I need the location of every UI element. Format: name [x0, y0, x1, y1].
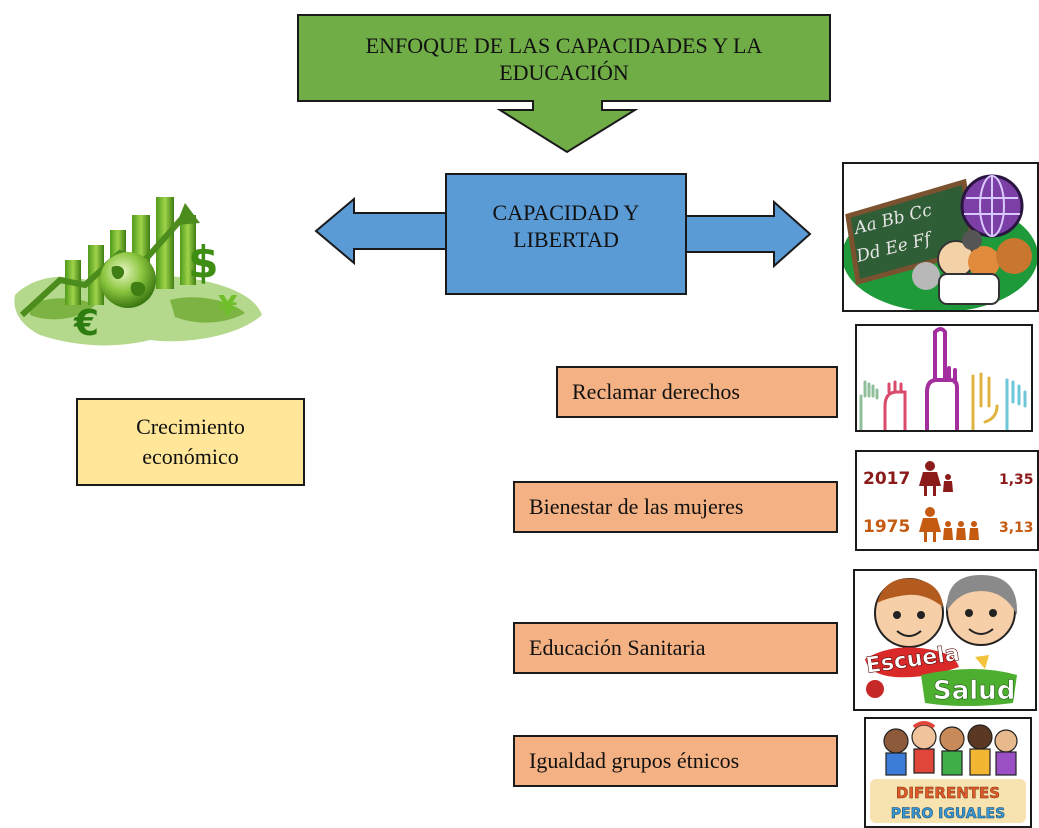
claim-rights-label: Reclamar derechos	[572, 379, 740, 404]
center-line-1: CAPACIDAD Y	[492, 199, 640, 225]
left-arrow	[314, 196, 447, 266]
ethnic-equality-box: Igualdad grupos étnicos	[513, 735, 838, 787]
ethnic-groups-image-frame: DIFERENTES PERO IGUALES	[864, 717, 1032, 828]
health-education-box: Educación Sanitaria	[513, 622, 838, 674]
health-school-image-frame: Escuela Salud	[853, 569, 1037, 711]
education-image-frame: Aa Bb Cc Dd Ee Ff	[842, 162, 1039, 312]
womens-wellbeing-box: Bienestar de las mujeres	[513, 481, 838, 533]
economic-growth-line-1: Crecimiento	[136, 414, 245, 440]
salud-text: Salud	[933, 676, 1015, 706]
stat-year-1975: 1975	[863, 517, 910, 537]
title-line-1: ENFOQUE DE LAS CAPACIDADES Y LA	[365, 32, 763, 58]
fertility-stats-image: 2017 1,35 1975 3,13	[863, 461, 1034, 542]
claim-rights-box: Reclamar derechos	[556, 366, 838, 418]
fertility-image-frame: 2017 1,35 1975 3,13	[855, 450, 1039, 551]
economic-growth-box: Crecimiento económico	[76, 398, 305, 486]
center-text: CAPACIDAD Y LIBERTAD	[446, 186, 686, 266]
health-education-label: Educación Sanitaria	[529, 635, 706, 660]
economy-growth-image: $ € ¥	[14, 197, 263, 346]
stat-year-2017: 2017	[863, 469, 910, 489]
womens-wellbeing-label: Bienestar de las mujeres	[529, 494, 744, 519]
raised-hands-image	[859, 327, 1027, 430]
pero-iguales-text: PERO IGUALES	[891, 806, 1005, 822]
center-box-shape	[445, 173, 687, 295]
diferentes-text: DIFERENTES	[896, 784, 1000, 802]
yen-symbol: ¥	[218, 289, 238, 322]
center-line-2: LIBERTAD	[513, 227, 619, 252]
right-arrow	[685, 199, 812, 269]
health-school-image: Escuela Salud	[864, 575, 1018, 706]
euro-symbol: €	[73, 303, 99, 344]
title-line-2: EDUCACIÓN	[499, 60, 629, 85]
hands-image-frame	[855, 324, 1033, 432]
ethnic-groups-image: DIFERENTES PERO IGUALES	[870, 721, 1026, 823]
title-box-shape	[297, 14, 831, 154]
ethnic-equality-label: Igualdad grupos étnicos	[529, 748, 740, 773]
economic-growth-line-2: económico	[142, 444, 239, 469]
title-text: ENFOQUE DE LAS CAPACIDADES Y LA EDUCACIÓ…	[300, 26, 828, 92]
dollar-symbol: $	[188, 237, 219, 288]
stat-value-1975: 3,13	[999, 520, 1034, 536]
stat-value-2017: 1,35	[999, 472, 1034, 488]
education-image: Aa Bb Cc Dd Ee Ff	[844, 174, 1037, 310]
